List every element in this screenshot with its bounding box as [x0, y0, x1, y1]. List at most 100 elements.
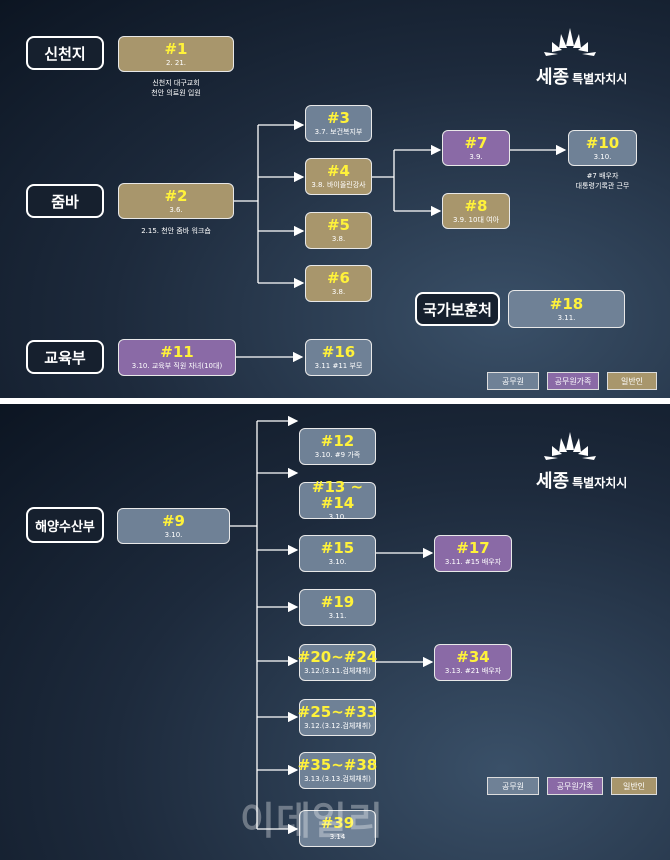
case-id: #12 — [320, 432, 355, 450]
case-id: #9 — [161, 511, 185, 530]
case-node-15: #15 3.10. — [299, 535, 376, 572]
logo-sub: 특별자치시 — [572, 476, 628, 490]
note-case-2: 2.15. 천안 줌바 워크숍 — [141, 227, 211, 235]
case-id: #18 — [549, 294, 584, 313]
connector-lines — [230, 415, 434, 835]
category-shincheonji: 신천지 — [26, 36, 104, 70]
case-id: #7 — [464, 133, 488, 152]
case-node-39: #39 3.14 — [299, 810, 376, 847]
legend-government: 공무원 — [487, 777, 539, 795]
case-detail: 3.8. 바이올린강사 — [311, 181, 366, 189]
case-node-5: #5 3.8. — [305, 212, 372, 249]
case-node-13-14: #13 ~ #14 3.10. — [299, 478, 376, 521]
case-id: #15 — [320, 539, 355, 557]
case-detail: 3.11. — [328, 612, 347, 620]
case-detail: 3.9. — [469, 152, 483, 161]
case-node-9: #9 3.10. — [117, 508, 230, 544]
case-detail: 3.8. — [331, 235, 346, 243]
case-node-1: #1 2. 21. — [118, 36, 234, 72]
case-node-25-33: #25~#33 3.12.(3.12.검체채취) — [297, 699, 378, 736]
category-zumba: 줌바 — [26, 184, 104, 218]
sejong-logo-icon — [544, 28, 596, 56]
case-detail: 3.13.(3.13.검체채취) — [304, 775, 371, 783]
case-detail: 2. 21. — [165, 58, 187, 67]
case-node-3: #3 3.7. 보건복지부 — [305, 105, 372, 142]
case-detail: 3.11 #11 부모 — [314, 362, 363, 370]
category-veterans: 국가보훈처 — [415, 292, 500, 326]
case-id: #10 — [585, 133, 620, 152]
case-node-16: #16 3.11 #11 부모 — [305, 339, 372, 376]
case-detail: 3.10. — [328, 558, 347, 566]
case-node-19: #19 3.11. — [299, 589, 376, 626]
case-detail: 3.10. #9 가족 — [314, 451, 361, 459]
sejong-logo — [540, 430, 600, 468]
case-node-4: #4 3.8. 바이올린강사 — [305, 158, 372, 195]
case-id: #3 — [326, 109, 350, 127]
category-oceans-fisheries: 해양수산부 — [26, 507, 104, 543]
case-id: #25~#33 — [297, 703, 378, 721]
category-education: 교육부 — [26, 340, 104, 374]
case-id: #4 — [326, 162, 350, 180]
case-id: #5 — [326, 216, 350, 234]
case-id: #11 — [160, 343, 194, 361]
case-detail: 3.11. #15 배우자 — [444, 558, 502, 566]
case-detail: 3.11. — [557, 313, 576, 322]
case-id: #16 — [321, 343, 356, 361]
note-line: #7 배우자 — [586, 172, 619, 180]
legend-general: 일반인 — [611, 777, 657, 795]
case-detail: 3.14 — [329, 833, 346, 841]
case-detail: 3.8. — [331, 288, 346, 296]
legend-general: 일반인 — [607, 372, 657, 390]
case-detail: 3.9. 10대 여아 — [452, 215, 500, 224]
sejong-logo — [540, 26, 600, 64]
case-detail: 3.12.(3.12.검체채취) — [304, 722, 371, 730]
case-detail: 3.10. — [164, 530, 183, 539]
legend-government: 공무원 — [487, 372, 539, 390]
case-id: #1 — [164, 39, 188, 58]
connector-lines — [234, 119, 567, 363]
case-node-6: #6 3.8. — [305, 265, 372, 302]
case-detail: 3.10. — [328, 513, 347, 521]
case-id: #20~#24 — [297, 648, 378, 666]
note-case-1: 신천지 대구교회 천안 의료원 입원 — [118, 78, 234, 98]
watermark: 이데일리 — [240, 799, 384, 843]
case-node-8: #8 3.9. 10대 여아 — [442, 193, 510, 229]
case-id: #13 ~ #14 — [311, 478, 364, 512]
case-detail: 3.6. — [169, 205, 183, 214]
case-node-12: #12 3.10. #9 가족 — [299, 428, 376, 465]
note-line: 신천지 대구교회 — [152, 79, 200, 87]
case-id: #6 — [326, 269, 350, 287]
case-node-11: #11 3.10. 교육부 직원 자녀(10대) — [118, 339, 236, 376]
case-node-18: #18 3.11. — [508, 290, 625, 328]
note-line: 대통령기록관 근무 — [575, 182, 630, 190]
case-id: #39 — [320, 814, 355, 832]
case-id: #19 — [320, 593, 355, 611]
legend-family: 공무원가족 — [547, 372, 599, 390]
note-case-10: #7 배우자 대통령기록관 근무 — [555, 171, 650, 191]
case-id: #2 — [164, 186, 188, 205]
legend-family: 공무원가족 — [547, 777, 603, 795]
case-node-7: #7 3.9. — [442, 130, 510, 166]
case-id: #35~#38 — [297, 756, 378, 774]
logo-sub: 특별자치시 — [572, 72, 628, 86]
case-detail: 3.13. #21 배우자 — [444, 667, 502, 675]
case-detail: 3.10. 교육부 직원 자녀(10대) — [131, 362, 223, 370]
case-detail: 3.7. 보건복지부 — [314, 128, 363, 136]
case-id: #8 — [464, 196, 488, 215]
case-detail: 3.12.(3.11.검체채취) — [304, 667, 371, 675]
case-id: #17 — [456, 539, 490, 557]
case-node-34: #34 3.13. #21 배우자 — [434, 644, 512, 681]
case-node-35-38: #35~#38 3.13.(3.13.검체채취) — [297, 752, 378, 789]
case-node-2: #2 3.6. — [118, 183, 234, 219]
logo-main: 세종 — [536, 471, 570, 492]
case-node-17: #17 3.11. #15 배우자 — [434, 535, 512, 572]
note-line: 천안 의료원 입원 — [151, 89, 201, 97]
case-node-10: #10 3.10. — [568, 130, 637, 166]
case-id: #34 — [456, 648, 490, 666]
case-node-20-24: #20~#24 3.12.(3.11.검체채취) — [297, 644, 378, 681]
case-detail: 3.10. — [593, 152, 612, 161]
